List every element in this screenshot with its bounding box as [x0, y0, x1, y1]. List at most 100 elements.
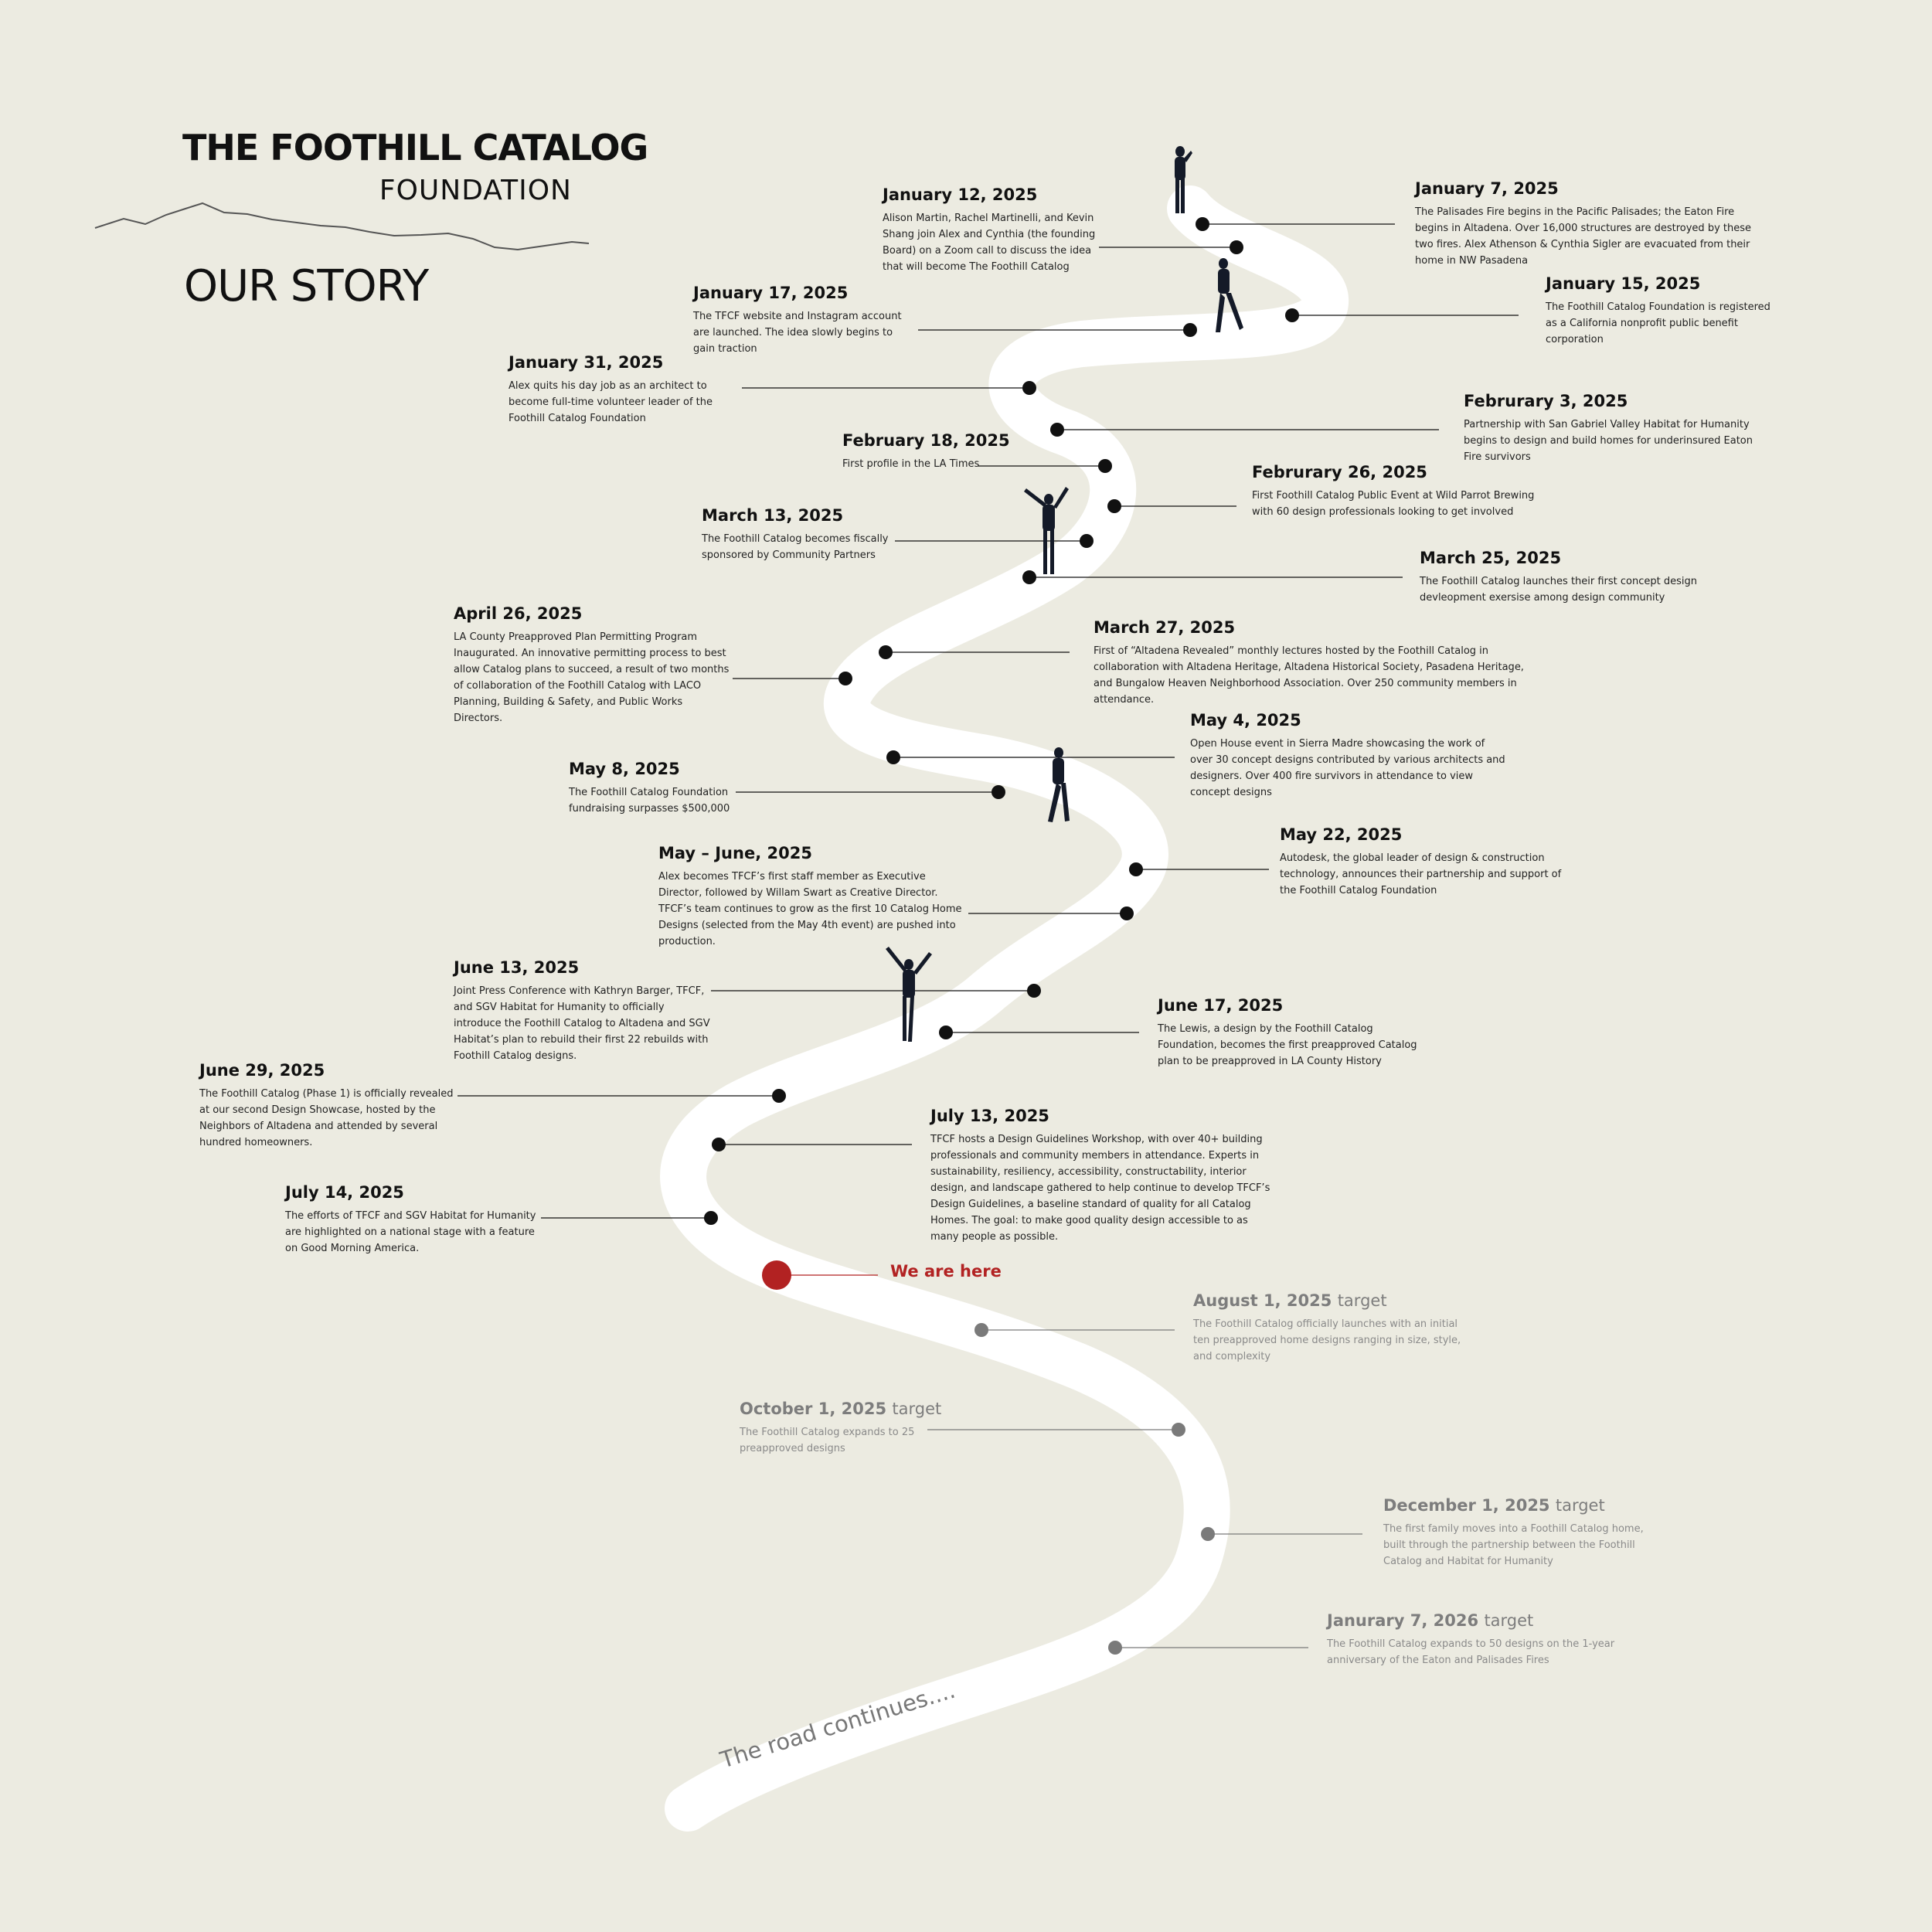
event-jan31: January 31, 2025 Alex quits his day job … [509, 353, 736, 427]
dot-oct1 [1172, 1423, 1185, 1437]
person-figure-icon [1175, 146, 1192, 213]
road-main [660, 185, 1349, 1832]
dot-mar13 [1080, 534, 1094, 548]
target-tag: target [1555, 1496, 1605, 1515]
target-aug1: August 1, 2025 target The Foothill Catal… [1193, 1291, 1471, 1365]
event-date: Februrary 3, 2025 [1464, 392, 1628, 410]
event-date: Februrary 26, 2025 [1252, 463, 1427, 481]
target-tag: target [1484, 1611, 1534, 1630]
event-may4: May 4, 2025 Open House event in Sierra M… [1190, 711, 1507, 801]
dot-may8 [992, 785, 1005, 799]
event-date: February 18, 2025 [842, 431, 1010, 450]
event-jun13: June 13, 2025 Joint Press Conference wit… [454, 958, 713, 1064]
dot-jun29 [772, 1089, 786, 1103]
event-date: January 12, 2025 [883, 185, 1038, 204]
target-oct1: October 1, 2025 target The Foothill Cata… [740, 1400, 941, 1457]
event-feb18: February 18, 2025 First profile in the L… [842, 431, 1020, 472]
event-feb3: Februrary 3, 2025 Partnership with San G… [1464, 392, 1757, 465]
target-date-line: October 1, 2025 target [740, 1400, 941, 1418]
event-desc: First Foothill Catalog Public Event at W… [1252, 490, 1535, 518]
target-date-line: Janurary 7, 2026 target [1327, 1611, 1628, 1630]
event-desc: Alison Martin, Rachel Martinelli, and Ke… [883, 213, 1096, 273]
dot-jan15 [1285, 308, 1299, 322]
person-figure-icon [1024, 487, 1069, 574]
event-desc: The Palisades Fire begins in the Pacific… [1415, 206, 1751, 267]
event-date: January 15, 2025 [1546, 274, 1701, 293]
dot-may4 [886, 750, 900, 764]
event-date: June 13, 2025 [454, 958, 580, 977]
target-date-line: August 1, 2025 target [1193, 1291, 1471, 1310]
dot-may22 [1129, 862, 1143, 876]
dot-jan12 [1230, 240, 1243, 254]
event-date: June 17, 2025 [1158, 996, 1284, 1015]
dot-mar25 [1022, 570, 1036, 584]
event-date: March 25, 2025 [1420, 549, 1562, 567]
event-desc: Alex quits his day job as an architect t… [509, 380, 713, 424]
target-leader-lines [927, 1329, 1362, 1648]
current-position-dot [762, 1260, 791, 1290]
person-figure-icon [886, 947, 932, 1042]
event-desc: Joint Press Conference with Kathryn Barg… [454, 985, 710, 1062]
leader-lines [457, 223, 1519, 1219]
brand-title: THE FOOTHILL CATALOG [182, 127, 648, 168]
event-may-june: May – June, 2025 Alex becomes TFCF’s fir… [658, 844, 968, 950]
brand-subtitle: FOUNDATION [379, 175, 572, 206]
dot-feb18 [1098, 459, 1112, 473]
dot-mayjune [1120, 906, 1134, 920]
event-date: January 17, 2025 [693, 284, 849, 302]
target-jan7-2026: Janurary 7, 2026 target The Foothill Cat… [1327, 1611, 1628, 1668]
event-apr26: April 26, 2025 LA County Preapproved Pla… [454, 604, 732, 726]
dot-jun17 [939, 1026, 953, 1039]
event-desc: The Foothill Catalog (Phase 1) is offici… [199, 1088, 454, 1148]
dot-jan17 [1183, 323, 1197, 337]
person-figure-icon [1216, 258, 1243, 332]
event-date: March 13, 2025 [702, 506, 844, 525]
event-desc: First of “Altadena Revealed” monthly lec… [1094, 645, 1524, 706]
event-desc: The Foothill Catalog Foundation fundrais… [569, 787, 730, 815]
target-desc: The Foothill Catalog officially launches… [1193, 1318, 1461, 1362]
event-date: May – June, 2025 [658, 844, 812, 862]
event-jul14: July 14, 2025 The efforts of TFCF and SG… [285, 1183, 540, 1257]
current-position-label: We are here [890, 1262, 1002, 1281]
dot-feb26 [1107, 499, 1121, 513]
event-desc: Alex becomes TFCF’s first staff member a… [658, 871, 962, 947]
dot-jan7-2026 [1108, 1641, 1122, 1655]
person-figure-icon [1048, 747, 1070, 822]
event-desc: The Foothill Catalog becomes fiscally sp… [702, 533, 889, 561]
event-date: May 4, 2025 [1190, 711, 1301, 730]
event-desc: LA County Preapproved Plan Permitting Pr… [454, 631, 730, 724]
dot-jan31 [1022, 381, 1036, 395]
event-date: May 22, 2025 [1280, 825, 1403, 844]
dot-feb3 [1050, 423, 1064, 437]
dot-jun13 [1027, 984, 1041, 998]
dot-mar27 [879, 645, 893, 659]
target-tag: target [1337, 1291, 1387, 1310]
event-jun29: June 29, 2025 The Foothill Catalog (Phas… [199, 1061, 454, 1151]
event-date: January 31, 2025 [509, 353, 664, 372]
dot-jan7 [1196, 217, 1209, 231]
mountain-ridge-icon [94, 202, 590, 251]
event-desc: The TFCF website and Instagram account a… [693, 311, 902, 355]
event-date: July 14, 2025 [285, 1183, 404, 1202]
event-may8: May 8, 2025 The Foothill Catalog Foundat… [569, 760, 754, 817]
event-jan17: January 17, 2025 The TFCF website and In… [693, 284, 917, 357]
target-desc: The Foothill Catalog expands to 50 desig… [1327, 1638, 1615, 1666]
event-date: January 7, 2025 [1415, 179, 1559, 198]
dot-jul13 [712, 1138, 726, 1151]
event-desc: The Foothill Catalog launches their firs… [1420, 576, 1697, 604]
target-date: Janurary 7, 2026 [1327, 1611, 1479, 1630]
event-may22: May 22, 2025 Autodesk, the global leader… [1280, 825, 1573, 899]
event-desc: The Lewis, a design by the Foothill Cata… [1158, 1023, 1417, 1067]
page-title: OUR STORY [184, 261, 429, 311]
event-jul13: July 13, 2025 TFCF hosts a Design Guidel… [930, 1107, 1274, 1245]
event-desc: TFCF hosts a Design Guidelines Workshop,… [930, 1134, 1270, 1243]
event-feb26: Februrary 26, 2025 First Foothill Catalo… [1252, 463, 1549, 520]
event-dots [704, 217, 1299, 1225]
event-mar27: March 27, 2025 First of “Altadena Reveal… [1094, 618, 1542, 708]
event-date: April 26, 2025 [454, 604, 583, 623]
event-jun17: June 17, 2025 The Lewis, a design by the… [1158, 996, 1432, 1070]
event-mar25: March 25, 2025 The Foothill Catalog laun… [1420, 549, 1698, 606]
target-date: October 1, 2025 [740, 1400, 887, 1418]
target-desc: The first family moves into a Foothill C… [1383, 1523, 1644, 1567]
